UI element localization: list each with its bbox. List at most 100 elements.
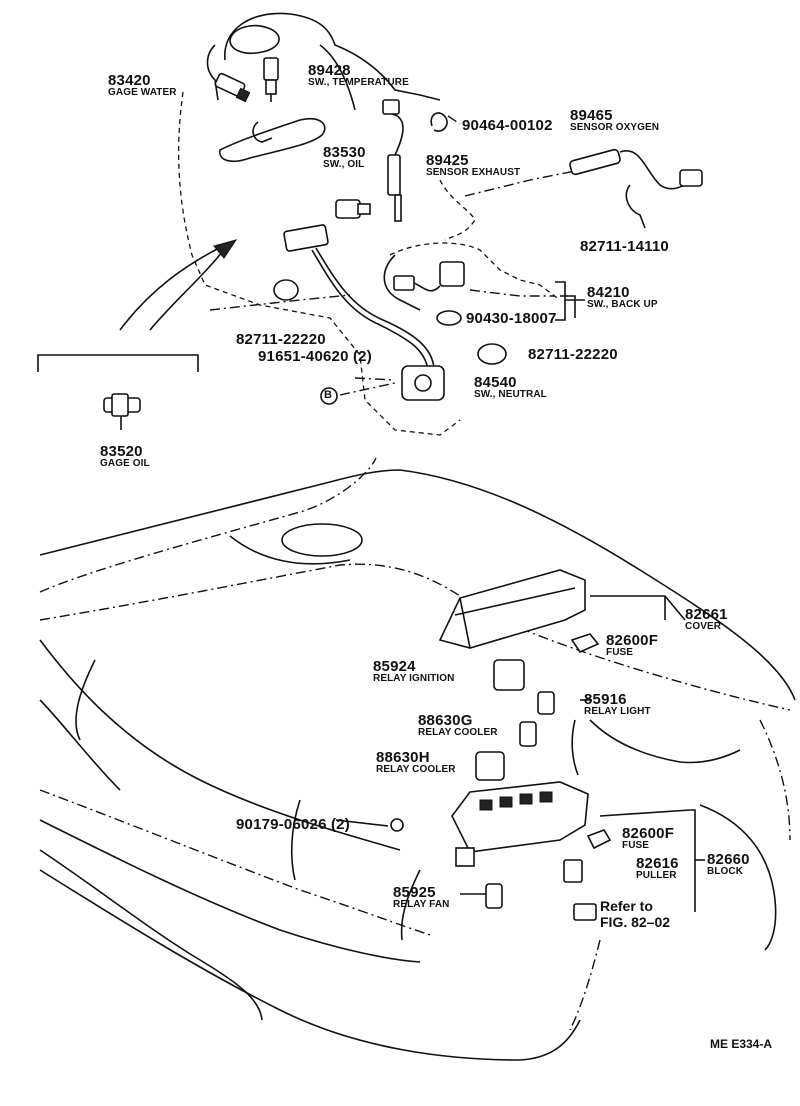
part-desc: FUSE	[622, 840, 650, 851]
fuse-82600f-top	[570, 633, 600, 654]
part-82711-22220-right: 82711-22220	[528, 347, 618, 362]
clamp-82711-right	[477, 343, 507, 365]
part-number: 89465	[570, 107, 613, 124]
part-number: 91651-40620 (2)	[258, 348, 372, 365]
part-number: 84540	[474, 374, 517, 391]
inset-bracket	[37, 354, 199, 372]
oil-switch-part	[335, 199, 371, 219]
part-90179: 90179-06026 (2)	[236, 817, 350, 832]
gage-oil-part	[103, 393, 141, 430]
part-desc: RELAY LIGHT	[584, 706, 651, 717]
part-number: 83520	[100, 443, 143, 460]
leader-lines-upper	[209, 115, 585, 396]
leader-lines-lower	[335, 595, 705, 912]
part-desc: SW., BACK UP	[587, 299, 658, 310]
part-number: 82711-22220	[528, 346, 618, 363]
part-number: 83420	[108, 72, 151, 89]
temperature-switch-part	[263, 57, 279, 102]
part-83520: 83520 GAGE OIL	[100, 444, 150, 469]
part-number: 90179-06026 (2)	[236, 816, 350, 833]
puller-part	[563, 859, 583, 883]
refer-part	[573, 903, 597, 921]
part-82661: 82661 COVER	[685, 607, 728, 632]
part-number: 88630G	[418, 712, 473, 729]
part-85925: 85925 RELAY FAN	[393, 885, 449, 910]
part-82600f-top: 82600F FUSE	[606, 633, 658, 658]
part-82600f-bottom: 82600F FUSE	[622, 826, 674, 851]
part-number: 85925	[393, 884, 436, 901]
part-desc: GAGE WATER	[108, 87, 177, 98]
part-desc: COVER	[685, 621, 722, 632]
part-number: 89428	[308, 62, 351, 79]
part-desc: RELAY COOLER	[376, 764, 456, 775]
part-desc: SW., NEUTRAL	[474, 389, 547, 400]
part-91651: 91651-40620 (2)	[258, 349, 372, 364]
exhaust-sensor-part	[382, 99, 404, 222]
part-desc: SW., TEMPERATURE	[308, 77, 409, 88]
part-89428: 89428 SW., TEMPERATURE	[308, 63, 409, 88]
part-desc: PULLER	[636, 870, 677, 881]
part-85924: 85924 RELAY IGNITION	[373, 659, 454, 684]
clamp-90464	[430, 112, 448, 132]
part-number: 90464-00102	[462, 117, 553, 134]
oxygen-sensor-part	[569, 148, 703, 229]
figure-code: ME E334-A	[710, 1037, 773, 1051]
relay-cooler-g-part	[519, 721, 537, 747]
junction-block-part	[451, 781, 589, 867]
callout-b-circle	[320, 387, 338, 405]
part-desc: BLOCK	[707, 866, 744, 877]
part-83420: 83420 GAGE WATER	[108, 73, 177, 98]
part-88630h: 88630H RELAY COOLER	[376, 750, 456, 775]
relay-light-part	[537, 691, 555, 715]
part-90464: 90464-00102	[462, 118, 553, 133]
part-number: 84210	[587, 284, 630, 301]
part-number: 90430-18007	[466, 310, 557, 327]
relay-cooler-h-part	[475, 751, 505, 781]
refer-line-1: Refer to	[600, 898, 653, 914]
part-84540: 84540 SW., NEUTRAL	[474, 375, 547, 400]
part-82616: 82616 PULLER	[636, 856, 679, 881]
part-number: 82711-14110	[580, 238, 669, 255]
part-82660: 82660 BLOCK	[707, 852, 750, 877]
part-89465: 89465 SENSOR OXYGEN	[570, 108, 659, 133]
part-number: 89425	[426, 152, 469, 169]
gage-water-part	[214, 72, 251, 103]
neutral-switch-part	[401, 365, 445, 401]
part-89425: 89425 SENSOR EXHAUST	[426, 153, 520, 178]
engine-outline	[178, 12, 561, 436]
relay-fan-part	[485, 883, 503, 909]
part-desc: SW., OIL	[323, 159, 365, 170]
part-desc: SENSOR EXHAUST	[426, 167, 521, 178]
part-84210: 84210 SW., BACK UP	[587, 285, 658, 310]
fuse-box-cover	[438, 569, 586, 649]
part-number: 82616	[636, 855, 679, 872]
refer-label: Refer to FIG. 82–02	[600, 899, 670, 929]
part-number: 82660	[707, 851, 750, 868]
part-85916: 85916 RELAY LIGHT	[584, 692, 651, 717]
part-number: 82711-22220	[236, 331, 326, 348]
fuse-82600f-bottom	[586, 829, 612, 850]
part-number: 83530	[323, 144, 366, 161]
washer-90430	[436, 310, 462, 326]
part-82711-14110: 82711-14110	[580, 239, 669, 254]
relay-ignition-part	[493, 659, 525, 691]
clip-90179	[390, 818, 404, 832]
body-outline	[39, 457, 796, 1061]
part-desc: GAGE OIL	[100, 458, 150, 469]
backup-switch-part	[393, 261, 465, 292]
part-number: 88630H	[376, 749, 430, 766]
part-number: 82600F	[606, 632, 659, 649]
clamp-82711-left	[273, 279, 299, 301]
part-90430: 90430-18007	[466, 311, 557, 326]
part-desc: SENSOR OXYGEN	[570, 122, 660, 133]
part-desc: RELAY IGNITION	[373, 673, 455, 684]
refer-line-2: FIG. 82–02	[600, 914, 671, 930]
inset-arrow	[119, 239, 238, 331]
part-82711-22220-left: 82711-22220	[236, 332, 326, 347]
part-desc: FUSE	[606, 647, 634, 658]
harness-part	[283, 224, 435, 371]
callout-b-label: B	[324, 389, 332, 401]
part-number: 82600F	[622, 825, 675, 842]
part-83530: 83530 SW., OIL	[323, 145, 366, 170]
